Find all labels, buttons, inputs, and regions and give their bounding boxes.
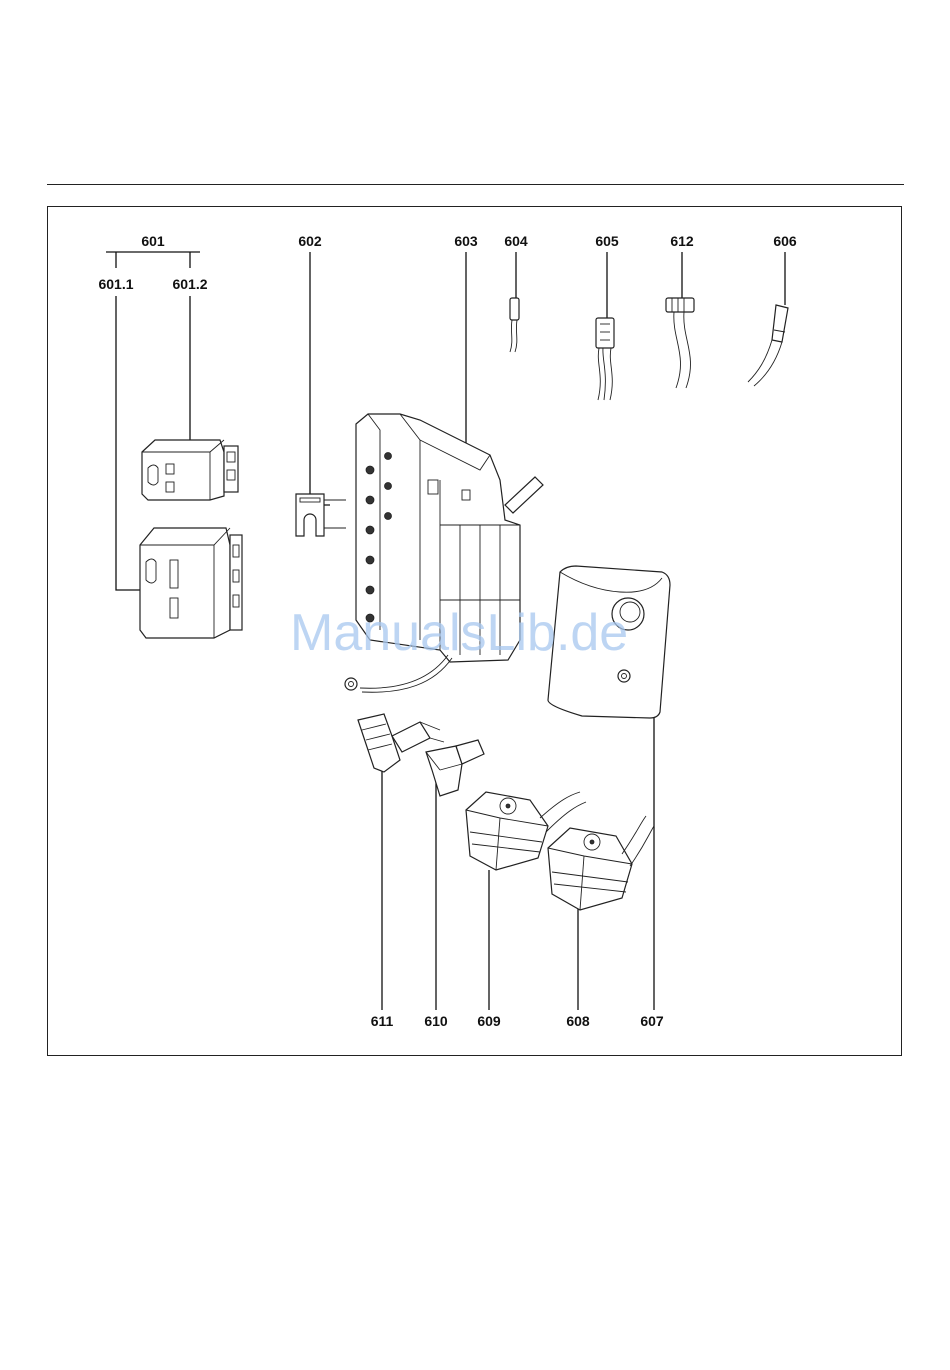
label-602: 602 xyxy=(298,233,322,249)
label-607: 607 xyxy=(640,1013,664,1029)
label-608: 608 xyxy=(566,1013,590,1029)
watermark-text: ManualsLib.de xyxy=(290,604,628,662)
label-612: 612 xyxy=(670,233,694,249)
part-606-drawing xyxy=(748,305,788,386)
label-601-1: 601.1 xyxy=(98,276,133,292)
part-610-drawing xyxy=(426,740,484,796)
label-604: 604 xyxy=(504,233,528,249)
label-606: 606 xyxy=(773,233,797,249)
part-602-drawing xyxy=(296,494,346,536)
part-608-drawing xyxy=(548,816,654,910)
label-601: 601 xyxy=(141,233,165,249)
label-609: 609 xyxy=(477,1013,501,1029)
part-601-1-drawing xyxy=(140,528,242,638)
label-601-2: 601.2 xyxy=(172,276,207,292)
part-605-drawing xyxy=(596,318,614,400)
label-603: 603 xyxy=(454,233,478,249)
part-604-drawing xyxy=(510,298,519,352)
label-611: 611 xyxy=(371,1013,394,1029)
part-601-2-drawing xyxy=(142,440,238,500)
label-605: 605 xyxy=(595,233,619,249)
part-612-drawing xyxy=(666,298,694,388)
label-610: 610 xyxy=(424,1013,448,1029)
